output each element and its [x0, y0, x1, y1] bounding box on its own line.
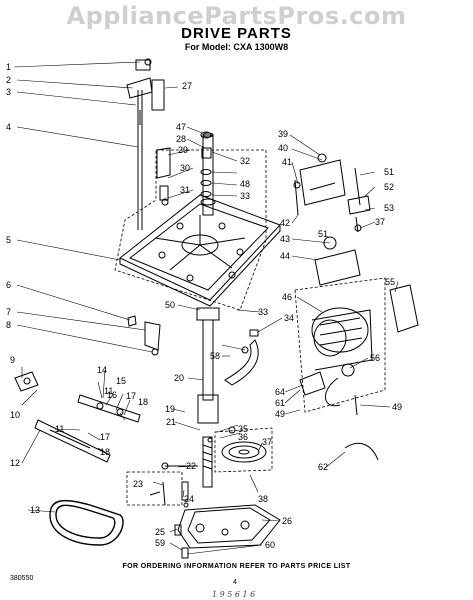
- callout-13: 13: [30, 505, 40, 515]
- callout-44: 44: [280, 251, 290, 261]
- callout-12: 12: [10, 458, 20, 468]
- callout-11: 11: [104, 386, 113, 396]
- callout-53: 53: [384, 203, 394, 213]
- callout-24: 24: [184, 494, 194, 504]
- callout-20: 20: [174, 373, 184, 383]
- page-title: DRIVE PARTS: [181, 25, 292, 42]
- catalog-code: 380550: [10, 575, 34, 582]
- callout-51: 51: [384, 167, 394, 177]
- callout-16: 16: [107, 390, 117, 400]
- callout-37: 37: [262, 437, 272, 447]
- callout-33: 33: [240, 191, 250, 201]
- callout-52: 52: [384, 182, 394, 192]
- callout-25: 25: [155, 527, 165, 537]
- motor-mount: [293, 153, 371, 286]
- callout-38: 38: [258, 494, 268, 504]
- callout-61: 61: [275, 398, 285, 408]
- callout-56: 56: [370, 353, 380, 363]
- callout-30: 30: [180, 163, 190, 173]
- callout-51: 51: [318, 229, 328, 239]
- callout-19: 19: [165, 404, 175, 414]
- drive-belt: [49, 499, 124, 546]
- callout-15: 15: [116, 376, 126, 386]
- callout-49: 49: [275, 409, 285, 419]
- callout-34: 34: [284, 313, 294, 323]
- callout-18: 18: [138, 397, 148, 407]
- callout-27: 27: [182, 81, 192, 91]
- callout-35: 35: [238, 424, 248, 434]
- handwritten-note: 1 9 5 6 1 6: [212, 590, 256, 599]
- drive-motor: [299, 307, 373, 407]
- callout-41: 41: [282, 157, 292, 167]
- callout-8: 8: [6, 320, 11, 330]
- callout-22: 22: [186, 461, 196, 471]
- ordering-footer: FOR ORDERING INFORMATION REFER TO PARTS …: [122, 563, 351, 570]
- watermark: AppliancePartsPros.com: [66, 2, 407, 30]
- small-brackets: [156, 147, 171, 206]
- callout-31: 31: [180, 185, 190, 195]
- center-shaft: [196, 132, 220, 488]
- callout-18: 18: [100, 447, 110, 457]
- callout-17: 17: [100, 432, 110, 442]
- callout-46: 46: [282, 292, 292, 302]
- callout-39: 39: [278, 129, 288, 139]
- drive-pulley: [221, 441, 267, 463]
- callout-32: 32: [240, 156, 250, 166]
- callout-28: 28: [176, 134, 186, 144]
- callout-55: 55: [385, 277, 395, 287]
- callout-37: 37: [375, 217, 385, 227]
- wire-harness: [344, 442, 379, 461]
- callout-14: 14: [97, 365, 107, 375]
- callout-62: 62: [318, 462, 328, 472]
- model-subtitle: For Model: CXA 1300W8: [184, 42, 289, 52]
- callout-50: 50: [165, 300, 175, 310]
- motor-cover: [389, 284, 419, 333]
- dashed-group-frames: [114, 149, 386, 506]
- callout-59: 59: [155, 538, 165, 548]
- brake-arm: [224, 339, 259, 386]
- callout-23: 23: [133, 479, 143, 489]
- callout-36: 36: [238, 432, 248, 442]
- bolt-49: [354, 394, 358, 416]
- callout-7: 7: [6, 307, 11, 317]
- callout-48: 48: [240, 179, 250, 189]
- callout-5: 5: [6, 235, 11, 245]
- callout-29: 29: [178, 145, 188, 155]
- callout-42: 42: [280, 218, 290, 228]
- callout-9: 9: [10, 355, 15, 365]
- callout-11: 11: [55, 424, 64, 434]
- left-linkage: [14, 371, 141, 463]
- leader-lines: [13, 61, 399, 555]
- callout-17: 17: [126, 391, 136, 401]
- callout-58: 58: [210, 351, 220, 361]
- callout-60: 60: [265, 540, 275, 550]
- pivot-group-frame: [126, 471, 183, 506]
- callout-2: 2: [6, 75, 11, 85]
- page-number: 4: [233, 579, 237, 586]
- callout-33: 33: [258, 307, 268, 317]
- callout-10: 10: [10, 410, 20, 420]
- motor-assembly-frame: [294, 277, 386, 413]
- callout-47: 47: [176, 122, 186, 132]
- callout-64: 64: [275, 387, 285, 397]
- callout-4: 4: [6, 122, 11, 132]
- callout-26: 26: [282, 516, 292, 526]
- callout-49: 49: [392, 402, 402, 412]
- callout-1: 1: [6, 62, 11, 72]
- callout-43: 43: [280, 234, 290, 244]
- left-brackets: [127, 315, 161, 356]
- callout-6: 6: [6, 280, 11, 290]
- shaft-parts-stack: [200, 131, 212, 197]
- base-assembly-frame: [114, 149, 267, 311]
- agitator-rod: [126, 58, 153, 230]
- callout-21: 21: [166, 417, 176, 427]
- bracket-27: [151, 79, 165, 111]
- callout-40: 40: [278, 143, 288, 153]
- callout-3: 3: [6, 87, 11, 97]
- base-plate: [119, 194, 281, 307]
